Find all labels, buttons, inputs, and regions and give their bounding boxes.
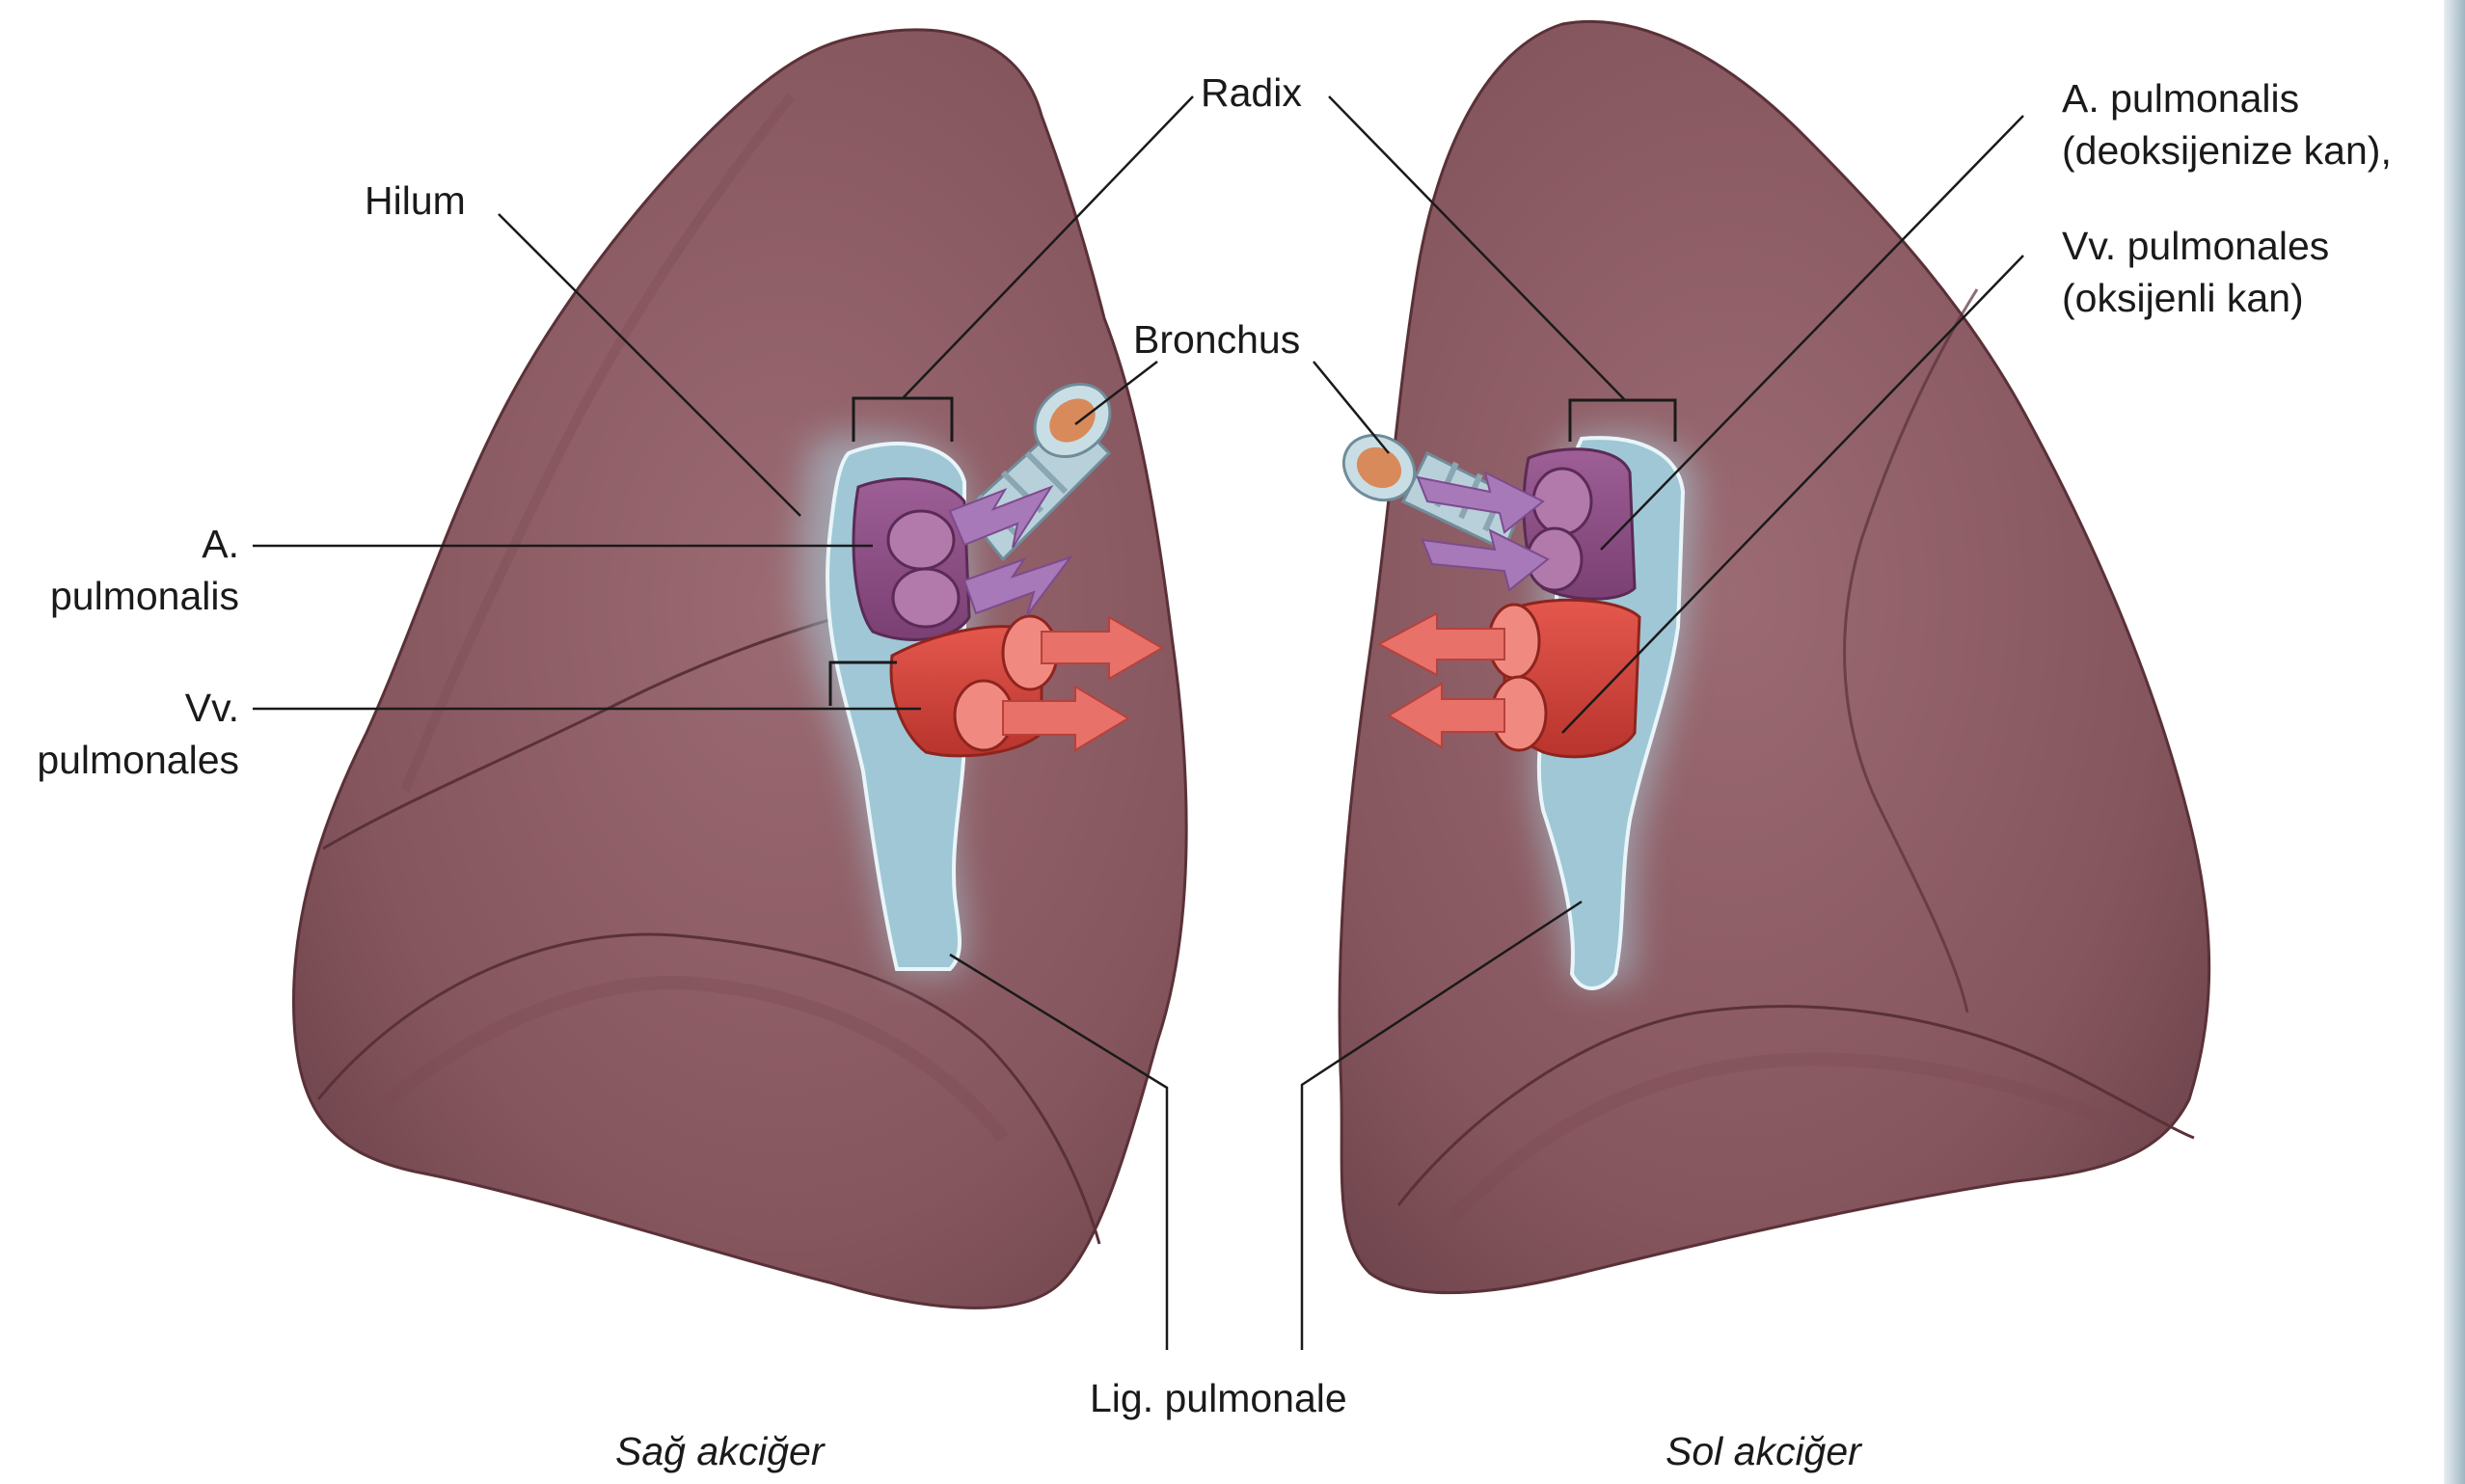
caption-right-lung: Sağ akciğer [615, 1429, 825, 1474]
label-a-pulmonalis-left-2: (deoksijenize kan), [2062, 125, 2392, 175]
label-lig-pulmonale: Lig. pulmonale [1090, 1373, 1347, 1423]
leader-bronchus-left [1314, 362, 1389, 453]
label-a-pulmonalis-right-2: pulmonalis [50, 571, 239, 621]
label-a-pulmonalis-right-1: A. [202, 519, 239, 569]
label-bronchus: Bronchus [1133, 314, 1300, 364]
label-vv-pulmonales-left-1: Vv. pulmonales [2062, 221, 2329, 271]
label-a-pulmonalis-left-1: A. pulmonalis [2062, 73, 2299, 123]
label-radix: Radix [1201, 67, 1302, 118]
page-edge [2444, 0, 2465, 1484]
label-vv-pulmonales-right-2: pulmonales [37, 735, 239, 785]
caption-left-lung: Sol akciğer [1666, 1429, 1861, 1474]
label-vv-pulmonales-left-2: (oksijenli kan) [2062, 273, 2304, 323]
label-hilum: Hilum [365, 175, 466, 226]
label-vv-pulmonales-right-1: Vv. [185, 683, 239, 733]
